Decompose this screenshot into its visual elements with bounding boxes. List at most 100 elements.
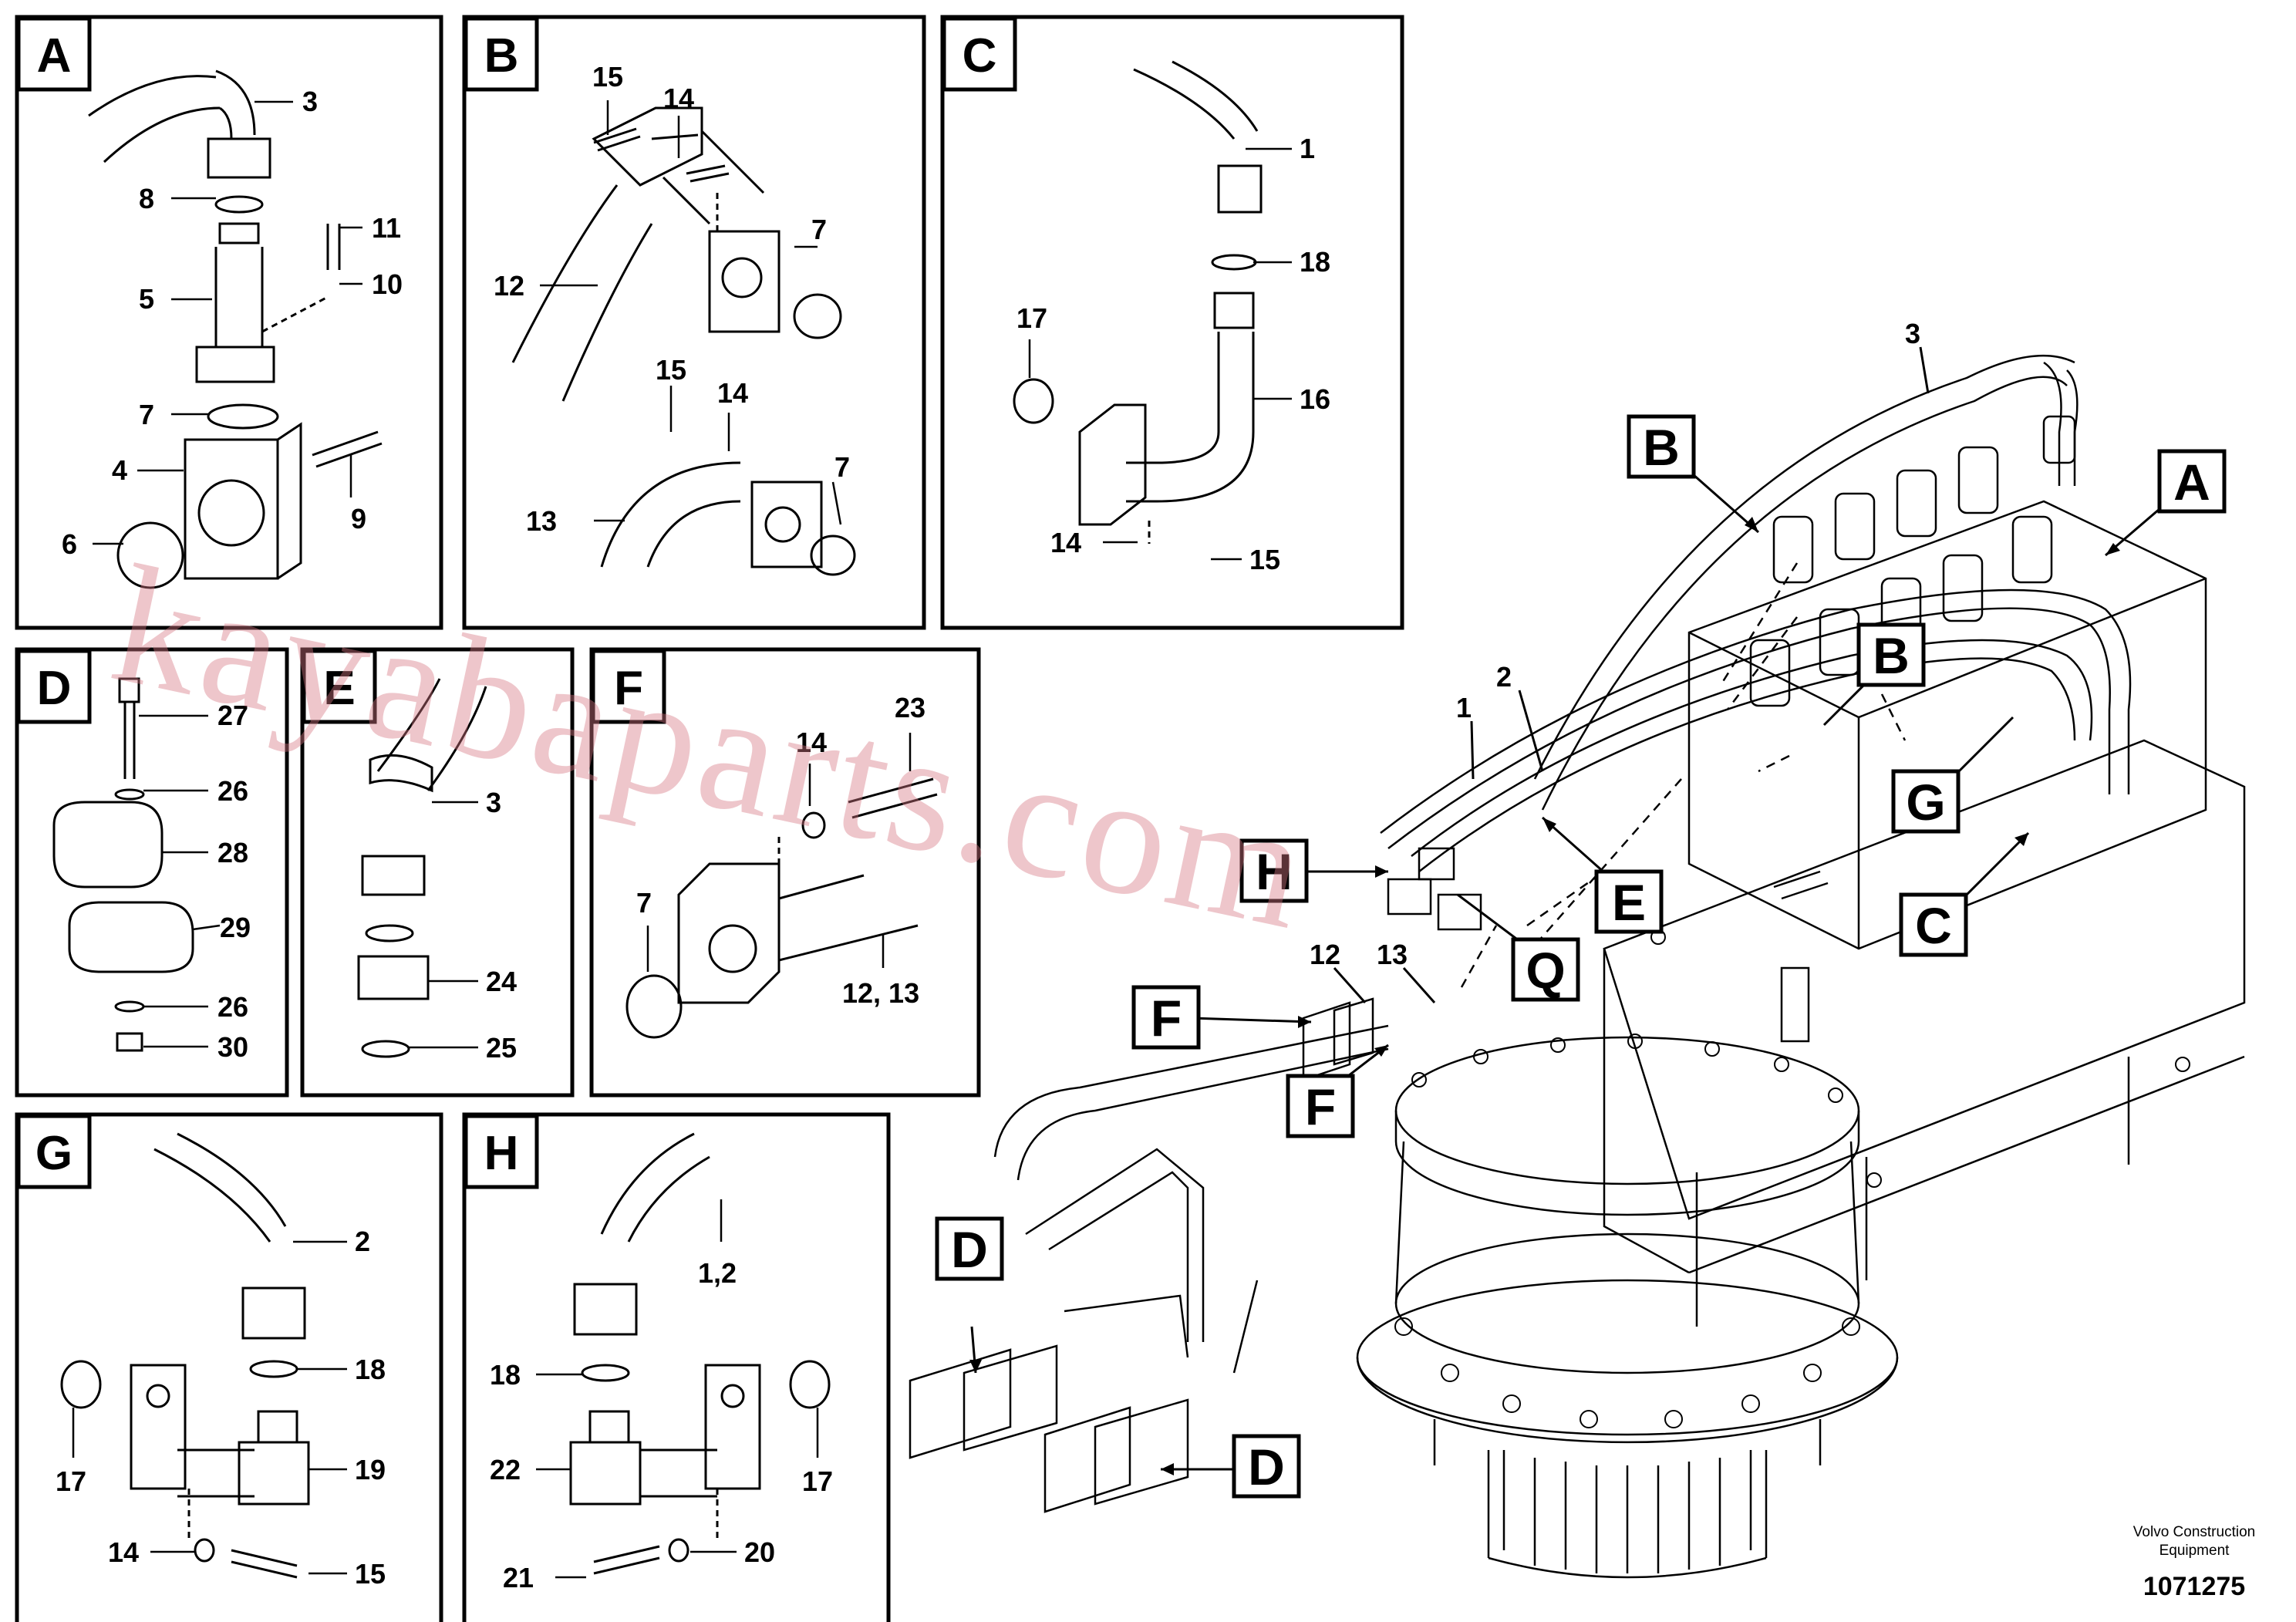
callout-e-letter: E — [1612, 874, 1646, 931]
label-e-24: 24 — [486, 966, 517, 997]
panel-c: C 1 18 17 16 14 15 — [940, 15, 1404, 630]
panel-f-letter: F — [614, 662, 643, 715]
callout-a-letter: A — [2173, 454, 2210, 511]
label-a-11: 11 — [372, 212, 401, 244]
callout-b-top: B — [1627, 414, 1696, 479]
main-label-12: 12 — [1310, 939, 1340, 970]
label-b-7a: 7 — [811, 214, 827, 245]
label-h-20: 20 — [744, 1536, 775, 1568]
callout-f-lower: F — [1286, 1074, 1355, 1138]
label-f-23: 23 — [895, 692, 925, 723]
panel-h: H 1,2 18 22 17 21 20 — [462, 1112, 891, 1622]
label-h-18: 18 — [490, 1359, 521, 1391]
watermark-text: kayabaparts.com — [99, 529, 1326, 966]
label-d-27: 27 — [217, 700, 248, 731]
callout-f-upper-letter: F — [1151, 990, 1182, 1047]
callout-d-lower: D — [1232, 1434, 1301, 1499]
label-d-26a: 26 — [217, 775, 248, 807]
label-c-14: 14 — [1050, 527, 1081, 558]
label-b-14b: 14 — [717, 377, 748, 409]
callout-c: C — [1899, 892, 1968, 957]
label-a-7: 7 — [139, 399, 154, 430]
label-h-22: 22 — [490, 1454, 521, 1485]
label-d-26b: 26 — [217, 991, 248, 1023]
label-a-5: 5 — [139, 283, 154, 315]
panel-e: E 3 24 25 — [300, 647, 575, 1098]
callout-b-top-letter: B — [1643, 419, 1680, 476]
callout-d-lower-letter: D — [1248, 1438, 1285, 1496]
panel-h-letter: H — [484, 1127, 519, 1180]
label-b-14a: 14 — [663, 83, 694, 114]
label-g-2: 2 — [355, 1226, 370, 1257]
callout-q-letter: Q — [1526, 942, 1565, 999]
label-g-15: 15 — [355, 1558, 386, 1590]
callout-f-lower-letter: F — [1305, 1078, 1336, 1135]
label-a-9: 9 — [351, 503, 366, 534]
label-g-19: 19 — [355, 1454, 386, 1485]
panel-a-letter: A — [37, 29, 72, 83]
label-a-4: 4 — [112, 454, 127, 486]
leader-arrowheads — [969, 517, 2120, 1475]
label-a-6: 6 — [62, 528, 77, 560]
main-label-3: 3 — [1905, 318, 1920, 349]
panel-g-letter: G — [35, 1127, 72, 1180]
label-d-28: 28 — [217, 837, 248, 868]
panel-g: G 2 18 19 17 14 15 — [15, 1112, 443, 1622]
panel-d: D 27 26 28 29 26 30 — [15, 647, 289, 1098]
callout-h-letter: H — [1256, 843, 1293, 900]
callout-d-upper: D — [935, 1216, 1004, 1281]
label-g-18: 18 — [355, 1354, 386, 1385]
callout-h: H — [1239, 838, 1309, 903]
panel-e-letter: E — [323, 662, 355, 715]
callout-b-mid-letter: B — [1873, 627, 1910, 684]
label-f-12-13: 12, 13 — [842, 977, 919, 1009]
label-c-16: 16 — [1300, 383, 1330, 415]
label-d-29: 29 — [220, 912, 251, 943]
label-c-17: 17 — [1017, 302, 1047, 334]
panel-c-letter: C — [963, 29, 997, 83]
panel-a: A — [15, 15, 443, 630]
label-c-18: 18 — [1300, 246, 1330, 278]
panel-b: B 15 14 7 — [462, 15, 926, 630]
callout-b-mid: B — [1856, 622, 1926, 687]
footer-company-line1: Volvo Construction — [2133, 1524, 2255, 1540]
panel-d-letter: D — [37, 662, 72, 715]
main-label-13: 13 — [1377, 939, 1408, 970]
callout-g-letter: G — [1906, 774, 1945, 831]
label-e-25: 25 — [486, 1032, 517, 1064]
callout-e: E — [1594, 869, 1664, 934]
label-b-13: 13 — [526, 505, 557, 537]
main-label-1: 1 — [1456, 692, 1472, 723]
label-c-1: 1 — [1300, 133, 1315, 164]
label-b-15a: 15 — [592, 61, 623, 93]
label-b-12: 12 — [494, 270, 524, 302]
label-g-14: 14 — [108, 1536, 139, 1568]
label-b-15b: 15 — [656, 354, 686, 386]
label-d-30: 30 — [217, 1031, 248, 1063]
label-g-17: 17 — [56, 1465, 86, 1497]
motor-bolts — [1394, 929, 2190, 1428]
label-h-17: 17 — [802, 1465, 833, 1497]
callout-a: A — [2157, 449, 2227, 514]
drawing-footer: Volvo Construction Equipment 1071275 — [2133, 1524, 2255, 1601]
assembly-linework — [909, 354, 2246, 1579]
callout-f-upper: F — [1131, 985, 1201, 1050]
label-a-10: 10 — [372, 268, 403, 300]
panel-f: F 23 14 7 12, 13 — [589, 647, 981, 1098]
callout-g: G — [1891, 769, 1961, 834]
label-e-3: 3 — [486, 787, 501, 818]
callout-c-letter: C — [1915, 897, 1952, 954]
label-c-15: 15 — [1249, 544, 1280, 575]
label-h-1-2: 1,2 — [698, 1257, 737, 1289]
label-a-3: 3 — [302, 86, 318, 117]
footer-company-line2: Equipment — [2159, 1543, 2230, 1559]
label-h-21: 21 — [503, 1562, 534, 1593]
label-f-7: 7 — [636, 887, 652, 919]
callout-q: Q — [1511, 937, 1580, 1002]
label-b-7b: 7 — [834, 451, 850, 483]
footer-drawing-number: 1071275 — [2143, 1572, 2245, 1601]
panel-b-letter: B — [484, 29, 519, 83]
main-label-2: 2 — [1496, 661, 1512, 693]
main-assembly-view: B A B G H E Q C — [909, 318, 2246, 1579]
